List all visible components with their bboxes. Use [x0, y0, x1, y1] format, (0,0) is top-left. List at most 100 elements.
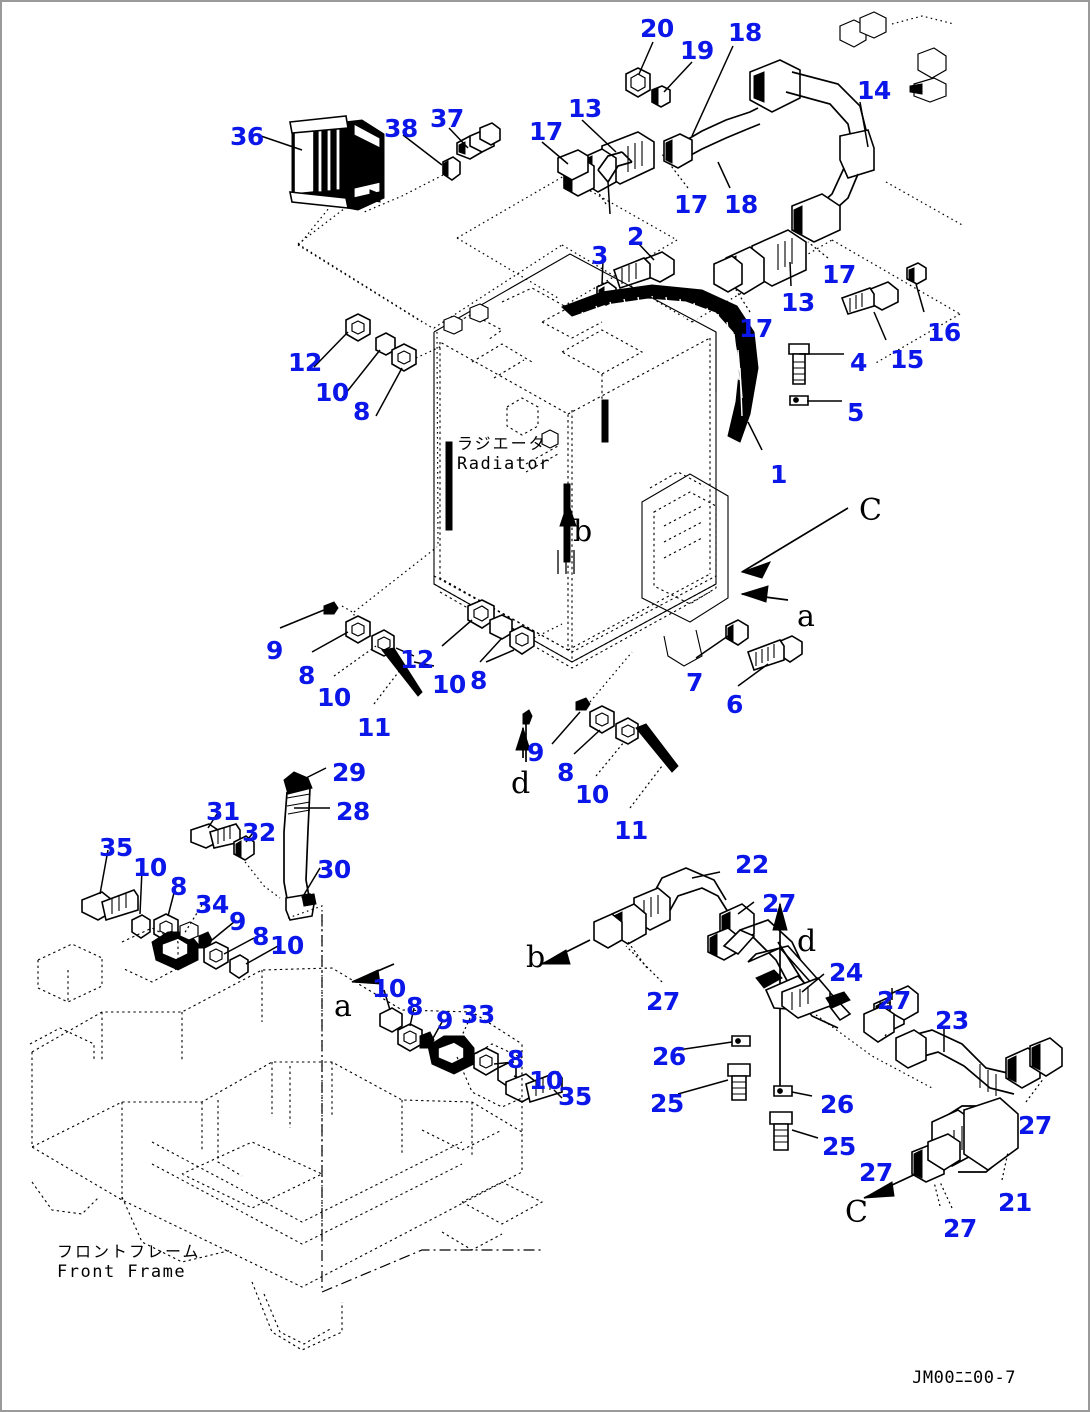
callout-number-9: 9: [436, 1006, 453, 1035]
callout-number-17: 17: [822, 260, 856, 289]
caption-radiator-jp: ラジエータ: [457, 434, 547, 453]
callout-number-26: 26: [820, 1090, 854, 1119]
callout-number-27: 27: [762, 889, 796, 918]
callout-number-8: 8: [406, 992, 423, 1021]
callout-number-36: 36: [230, 122, 264, 151]
callout-number-9: 9: [527, 738, 544, 767]
callout-number-23: 23: [935, 1006, 969, 1035]
top-leader-lines: [541, 41, 869, 313]
callout-number-26: 26: [652, 1042, 686, 1071]
hardware-33-cluster: [379, 989, 563, 1104]
bolts-6-7: [695, 619, 803, 687]
callout-number-12: 12: [400, 645, 434, 674]
callout-number-18: 18: [728, 18, 762, 47]
callout-number-33: 33: [461, 1000, 495, 1029]
callout-number-10: 10: [315, 378, 349, 407]
callout-number-35: 35: [558, 1082, 592, 1111]
callout-number-27: 27: [943, 1214, 977, 1243]
callout-number-22: 22: [735, 850, 769, 879]
callout-number-8: 8: [298, 661, 315, 690]
bolts-4-5-15-16: [788, 262, 927, 406]
callout-number-24: 24: [829, 958, 863, 987]
callout-number-14: 14: [857, 76, 891, 105]
callout-number-25: 25: [650, 1089, 684, 1118]
callout-number-13: 13: [781, 288, 815, 317]
callout-number-18: 18: [724, 190, 758, 219]
part-28-29-30-hose: [283, 767, 330, 1242]
callout-number-4: 4: [850, 348, 867, 377]
callout-number-11: 11: [614, 816, 648, 845]
section-letter-b: b: [573, 514, 593, 549]
callout-number-10: 10: [372, 974, 406, 1003]
section-letter-C: C: [845, 1195, 868, 1230]
callout-number-10: 10: [432, 670, 466, 699]
callout-number-6: 6: [726, 690, 743, 719]
callout-number-15: 15: [890, 345, 924, 374]
callout-number-3: 3: [591, 241, 608, 270]
drawing-number: JM00ﾆﾆ00-7: [912, 1368, 1016, 1388]
callout-number-8: 8: [170, 872, 187, 901]
top-hose-assembly: [557, 11, 955, 295]
callout-number-29: 29: [332, 758, 366, 787]
callout-number-20: 20: [640, 14, 674, 43]
callout-number-9: 9: [229, 907, 246, 936]
callout-number-27: 27: [1018, 1111, 1052, 1140]
callout-number-8: 8: [470, 666, 487, 695]
section-letter-d: d: [797, 924, 817, 959]
callout-number-10: 10: [133, 853, 167, 882]
caption-front-frame-jp: フロントフレーム: [57, 1242, 201, 1261]
clamp-leaders: [625, 945, 953, 1209]
callout-number-28: 28: [336, 797, 370, 826]
callout-number-8: 8: [252, 922, 269, 951]
callout-number-27: 27: [646, 987, 680, 1016]
callout-number-10: 10: [529, 1066, 563, 1095]
caption-front-frame-en: Front Frame: [57, 1262, 187, 1282]
callout-number-27: 27: [859, 1158, 893, 1187]
callout-number-32: 32: [242, 818, 276, 847]
callout-number-12: 12: [288, 348, 322, 377]
part-22-hose: [593, 867, 755, 969]
callout-number-2: 2: [627, 222, 644, 251]
callout-number-38: 38: [384, 114, 418, 143]
hardware-mid: [441, 599, 563, 663]
callout-number-8: 8: [507, 1045, 524, 1074]
callout-number-9: 9: [266, 636, 283, 665]
callout-number-35: 35: [99, 833, 133, 862]
callout-number-34: 34: [195, 890, 229, 919]
callout-number-16: 16: [927, 318, 961, 347]
callout-number-17: 17: [739, 314, 773, 343]
part-21-elbow: [863, 1002, 1019, 1207]
callout-number-1: 1: [770, 460, 787, 489]
hardware-bottom-left: [279, 601, 435, 705]
callout-number-8: 8: [353, 397, 370, 426]
hardware-d-section: [522, 651, 679, 809]
part-38-37-fittings: [361, 122, 501, 214]
section-letter-d: d: [511, 766, 531, 801]
callout-number-30: 30: [317, 855, 351, 884]
callout-number-19: 19: [680, 36, 714, 65]
callout-number-17: 17: [674, 190, 708, 219]
callout-number-27: 27: [877, 986, 911, 1015]
callout-number-21: 21: [998, 1188, 1032, 1217]
callout-number-10: 10: [575, 780, 609, 809]
part-36-cooler-core: [257, 115, 385, 211]
section-letter-a: a: [797, 599, 815, 634]
callout-number-17: 17: [529, 117, 563, 146]
callout-number-11: 11: [357, 713, 391, 742]
callout-number-37: 37: [430, 104, 464, 133]
hardware-top-left: [313, 313, 443, 417]
callout-number-10: 10: [270, 931, 304, 960]
callout-number-7: 7: [686, 668, 703, 697]
hardware-lower-left: [81, 813, 281, 979]
callout-number-8: 8: [557, 758, 574, 787]
callout-number-5: 5: [847, 398, 864, 427]
part-1-radiator-guard: [561, 284, 763, 451]
callout-number-25: 25: [822, 1132, 856, 1161]
caption-radiator-en: Radiator: [457, 454, 551, 474]
front-frame-drawing: [29, 914, 544, 1351]
section-letter-a: a: [334, 989, 352, 1024]
